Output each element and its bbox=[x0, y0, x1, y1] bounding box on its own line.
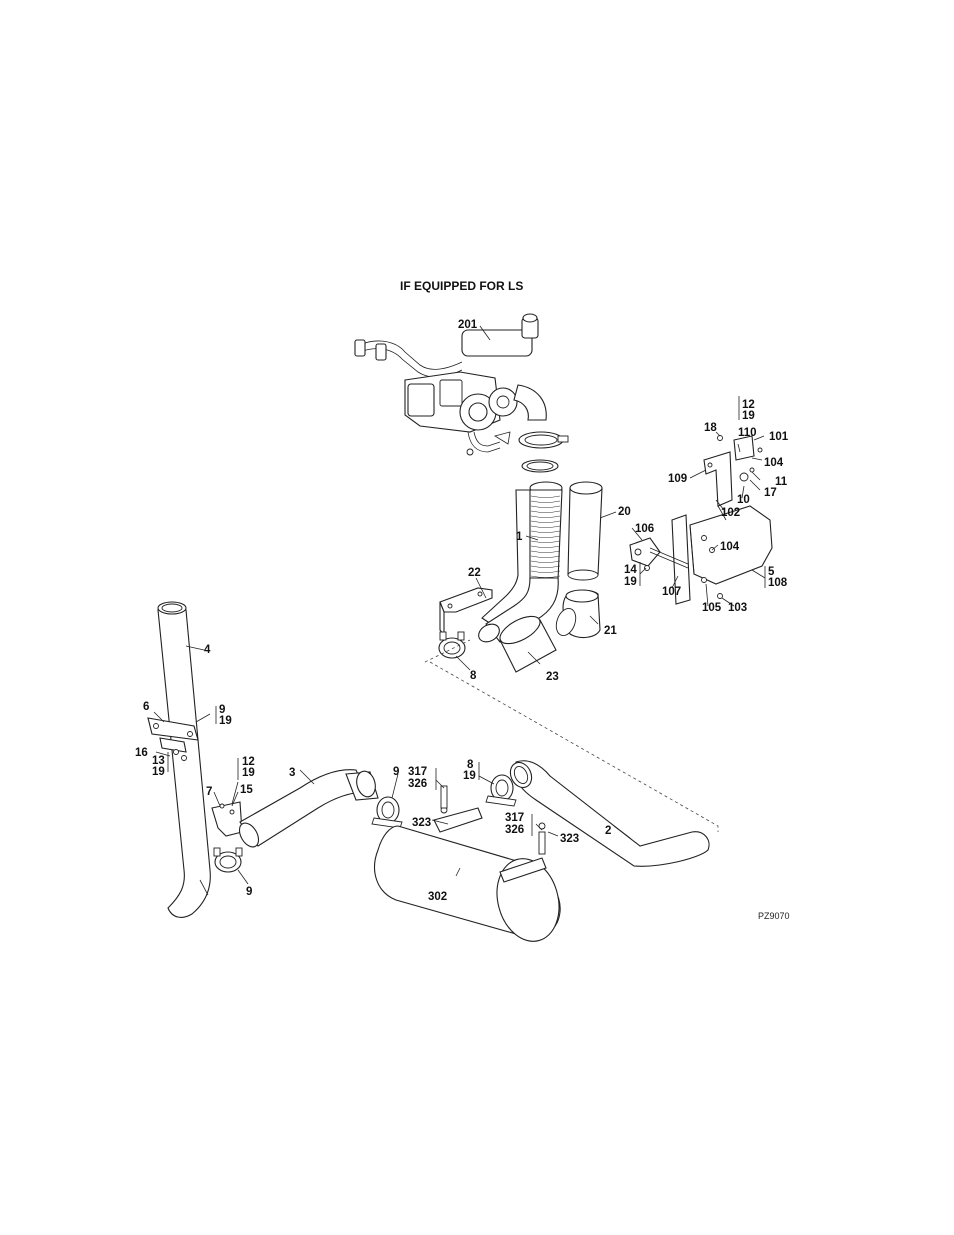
callout-4: 4 bbox=[204, 644, 211, 656]
exhaust-elbow bbox=[555, 589, 601, 639]
flex-pipe-rib bbox=[530, 570, 561, 573]
flex-pipe-rib bbox=[530, 545, 561, 548]
callout-7: 7 bbox=[206, 786, 212, 798]
callout-9-lower: 9 bbox=[246, 886, 252, 898]
callout-22: 22 bbox=[468, 567, 481, 579]
callout-2: 2 bbox=[605, 825, 611, 837]
muffler bbox=[374, 785, 561, 942]
callout-12-left: 12 bbox=[242, 756, 255, 768]
flex-pipe-rib bbox=[530, 540, 561, 543]
tail-pipe-2 bbox=[509, 760, 710, 867]
callout-15: 15 bbox=[240, 784, 253, 796]
callout-17: 17 bbox=[764, 487, 777, 499]
callout-3: 3 bbox=[289, 767, 295, 779]
callout-317-left: 317 bbox=[408, 766, 427, 778]
callout-12-right: 12 bbox=[742, 399, 755, 411]
callout-19-upper: 19 bbox=[219, 715, 232, 727]
callout-19-right-low: 19 bbox=[624, 576, 637, 588]
callout-8-upper: 8 bbox=[470, 670, 477, 682]
callout-9-middle: 9 bbox=[393, 766, 399, 778]
callout-8-lower: 8 bbox=[467, 759, 474, 771]
callout-16: 16 bbox=[135, 747, 148, 759]
callout-6: 6 bbox=[143, 701, 149, 713]
callout-326-right: 326 bbox=[505, 824, 524, 836]
flex-pipe-rib bbox=[530, 525, 561, 528]
callout-109: 109 bbox=[668, 473, 687, 485]
flex-pipe-rib bbox=[530, 520, 561, 523]
callout-102: 102 bbox=[721, 507, 740, 519]
clamp-9-middle bbox=[371, 796, 403, 829]
flex-pipe-rib bbox=[530, 505, 561, 508]
callout-23: 23 bbox=[546, 671, 559, 683]
callout-302: 302 bbox=[428, 891, 447, 903]
callout-201: 201 bbox=[458, 319, 478, 331]
figure-code: PZ9070 bbox=[758, 911, 790, 921]
exhaust-pipe-3 bbox=[238, 769, 379, 848]
callout-21: 21 bbox=[604, 625, 617, 637]
exhaust-stack-pipe bbox=[157, 601, 211, 918]
flex-pipe-rib bbox=[530, 555, 561, 558]
callout-19-mid: 19 bbox=[242, 767, 255, 779]
callout-9-upper: 9 bbox=[219, 704, 225, 716]
clamp-9-lower-left bbox=[213, 847, 243, 873]
flex-pipe-rib bbox=[530, 565, 561, 568]
ref-line bbox=[424, 639, 471, 663]
clamp-8-upper bbox=[438, 631, 466, 659]
callout-18: 18 bbox=[704, 422, 717, 434]
callout-5: 5 bbox=[768, 566, 775, 578]
turbo-gasket bbox=[521, 459, 559, 473]
callout-326-left: 326 bbox=[408, 778, 427, 790]
callout-20: 20 bbox=[618, 506, 631, 518]
callout-107: 107 bbox=[662, 586, 681, 598]
callout-323-left: 323 bbox=[412, 817, 431, 829]
callout-labels: 201 1 20 21 22 23 8 4 6 9 19 16 13 19 12… bbox=[135, 319, 789, 903]
callout-106: 106 bbox=[635, 523, 654, 535]
callout-104-mid: 104 bbox=[720, 541, 740, 553]
callout-13: 13 bbox=[152, 755, 165, 767]
flex-pipe-rib bbox=[530, 510, 561, 513]
clamp-8-lower bbox=[485, 774, 517, 807]
callout-323-right: 323 bbox=[560, 833, 579, 845]
flex-pipe-rib bbox=[530, 550, 561, 553]
mounting-plate-assembly bbox=[629, 505, 773, 605]
callout-101: 101 bbox=[769, 431, 789, 443]
ref-line bbox=[429, 661, 719, 832]
flex-pipe-rib bbox=[530, 560, 561, 563]
turbo-clamp bbox=[518, 431, 569, 449]
flex-pipe-rib bbox=[530, 500, 561, 503]
callout-103: 103 bbox=[728, 602, 747, 614]
callout-105: 105 bbox=[702, 602, 722, 614]
stack-bracket-6 bbox=[147, 717, 199, 761]
callout-1: 1 bbox=[516, 531, 523, 543]
callout-11: 11 bbox=[775, 476, 788, 488]
bracket-7 bbox=[211, 801, 243, 837]
diagram-title: IF EQUIPPED FOR LS bbox=[400, 279, 523, 293]
bracket-109 bbox=[703, 435, 763, 521]
flex-pipe-rib bbox=[530, 495, 561, 498]
callout-19-lower: 19 bbox=[463, 770, 476, 782]
flex-pipe-rib bbox=[530, 515, 561, 518]
flex-pipe-rib bbox=[530, 530, 561, 533]
callout-108: 108 bbox=[768, 577, 788, 589]
heat-shield-tube bbox=[567, 481, 603, 581]
callout-14: 14 bbox=[624, 564, 637, 576]
callout-317-right: 317 bbox=[505, 812, 524, 824]
exhaust-sleeve bbox=[499, 615, 557, 673]
flex-pipe-rib bbox=[530, 535, 561, 538]
flex-pipe bbox=[478, 481, 563, 643]
turbocharger-assembly bbox=[354, 313, 547, 456]
callout-10: 10 bbox=[737, 494, 750, 506]
callout-110: 110 bbox=[738, 427, 757, 439]
callout-104-top: 104 bbox=[764, 457, 784, 469]
leader-lines bbox=[153, 325, 766, 885]
callout-19-right-top: 19 bbox=[742, 410, 755, 422]
callout-19-left: 19 bbox=[152, 766, 165, 778]
